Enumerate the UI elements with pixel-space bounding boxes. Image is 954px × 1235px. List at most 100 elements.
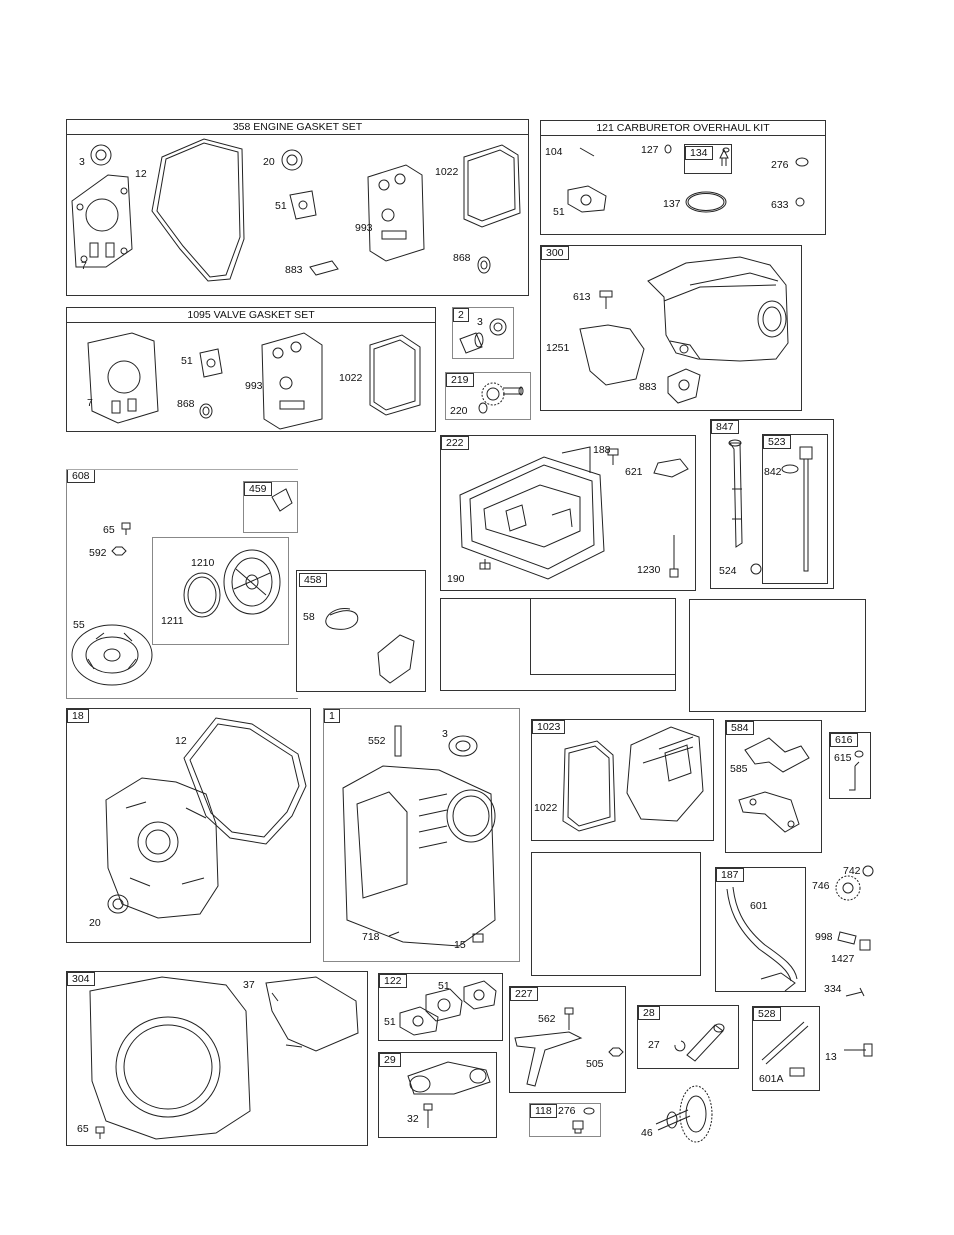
screw-334-icon [846,988,864,996]
blower-housing-icon [90,977,250,1139]
valve-cover-drawing [531,719,714,841]
link-pin-drawing [829,732,871,799]
gasket-993-icon [262,333,322,429]
lever-icon [515,1032,581,1086]
sub-box-134 [684,144,732,174]
head-gasket-icon [72,175,132,267]
screw-65-icon [96,1127,104,1139]
air-guide-37-icon [266,977,358,1051]
tag-584: 584 [726,721,754,735]
callout-601: 601 [750,900,768,912]
seal-20-icon [108,895,128,913]
breather-tube-drawing [715,867,806,992]
engine-gasket-set-drawing [66,119,529,296]
crankcase-cover-icon [106,778,218,918]
callout-842: 842 [764,466,782,478]
blank-panel-left-inner [530,598,676,675]
callout-601A: 601A [759,1073,784,1085]
callout-868: 868 [177,398,195,410]
washer-868-icon [200,404,212,418]
tag-219: 219 [446,373,474,387]
handle-458-icon [378,635,414,683]
callout-585: 585 [730,763,748,775]
callout-1022: 1022 [534,802,558,814]
callout-524: 524 [719,565,737,577]
callout-746: 746 [812,880,830,892]
rocker-arm-icon [408,1062,490,1094]
callout-592: 592 [89,547,107,559]
tag-616: 616 [830,733,858,747]
callout-27: 27 [648,1039,660,1051]
callout-1022: 1022 [435,166,459,178]
tag-134: 134 [685,146,713,160]
bushing-1427-icon [860,940,870,950]
gasket-51-b-icon [464,981,496,1009]
gasket-1022-icon [370,335,420,415]
bracket-621-icon [654,459,688,477]
clamp-601A-icon [790,1068,804,1076]
callout-718: 718 [362,931,380,943]
pin-icon [849,762,859,790]
rocker-panel: 29 32 [378,1052,497,1138]
callout-55: 55 [73,619,85,631]
loose-parts-drawing [806,860,876,1090]
callout-276: 276 [558,1105,576,1117]
dipstick-tube-icon [730,443,742,547]
tag-122: 122 [379,974,407,988]
callout-127: 127 [641,144,659,156]
governor-link-drawing [725,720,822,853]
tag-18: 18 [67,709,89,723]
nut-615-icon [855,751,863,757]
muffler-icon [648,257,788,361]
callout-51-b: 51 [384,1016,396,1028]
throttle-lever-drawing [509,986,626,1093]
callout-883: 883 [639,381,657,393]
fuel-line-panel: 528 601A [752,1006,820,1091]
callout-32: 32 [407,1113,419,1125]
seal-3-icon [490,319,506,335]
engine-base-panel: 222 188 621 190 1230 [440,435,696,591]
o-ring-127-icon [665,145,671,153]
callout-51: 51 [181,355,193,367]
callout-51: 51 [553,206,565,218]
callout-12: 12 [135,168,147,180]
washer-220-icon [479,403,487,413]
fuel-line-icon [762,1022,808,1064]
camshaft-drawing [640,1080,730,1146]
seal-20-icon [282,150,302,170]
washer-276-icon [796,158,808,166]
tube-601-icon [727,889,791,981]
link-pin-panel: 616 615 [829,732,871,799]
seal-3-icon [449,736,477,756]
carburetor-overhaul-kit-title: 121 CARBURETOR OVERHAUL KIT [541,121,825,136]
tag-227: 227 [510,987,538,1001]
tag-608: 608 [67,469,95,483]
tag-304: 304 [67,972,95,986]
head-gasket-icon [88,333,158,423]
rocker-drawing [378,1052,497,1138]
cylinder-block-icon [343,766,495,946]
tag-847: 847 [711,420,739,434]
tag-222: 222 [441,436,469,450]
screw-613-icon [600,291,612,309]
clip-459-icon [272,489,292,511]
spring-1211-icon [184,573,220,617]
callout-188: 188 [593,444,611,456]
callout-220: 220 [450,405,468,417]
valve-gasket-set-drawing [66,307,436,432]
gear-219-icon [482,383,504,405]
stud-1230-icon [670,535,678,577]
callout-1210: 1210 [191,557,215,569]
starter-handle-panel: 458 58 [296,570,426,692]
tag-523: 523 [763,435,791,449]
bushing-icon [460,333,482,353]
shaft-998-icon [838,932,856,944]
callout-13: 13 [825,1051,837,1063]
nut-742-icon [863,866,873,876]
o-ring-524-icon [751,564,761,574]
tag-2: 2 [453,308,469,322]
tag-300: 300 [541,246,569,260]
blank-panel-right [689,599,866,712]
pin-104-icon [580,148,594,156]
callout-51: 51 [275,200,287,212]
